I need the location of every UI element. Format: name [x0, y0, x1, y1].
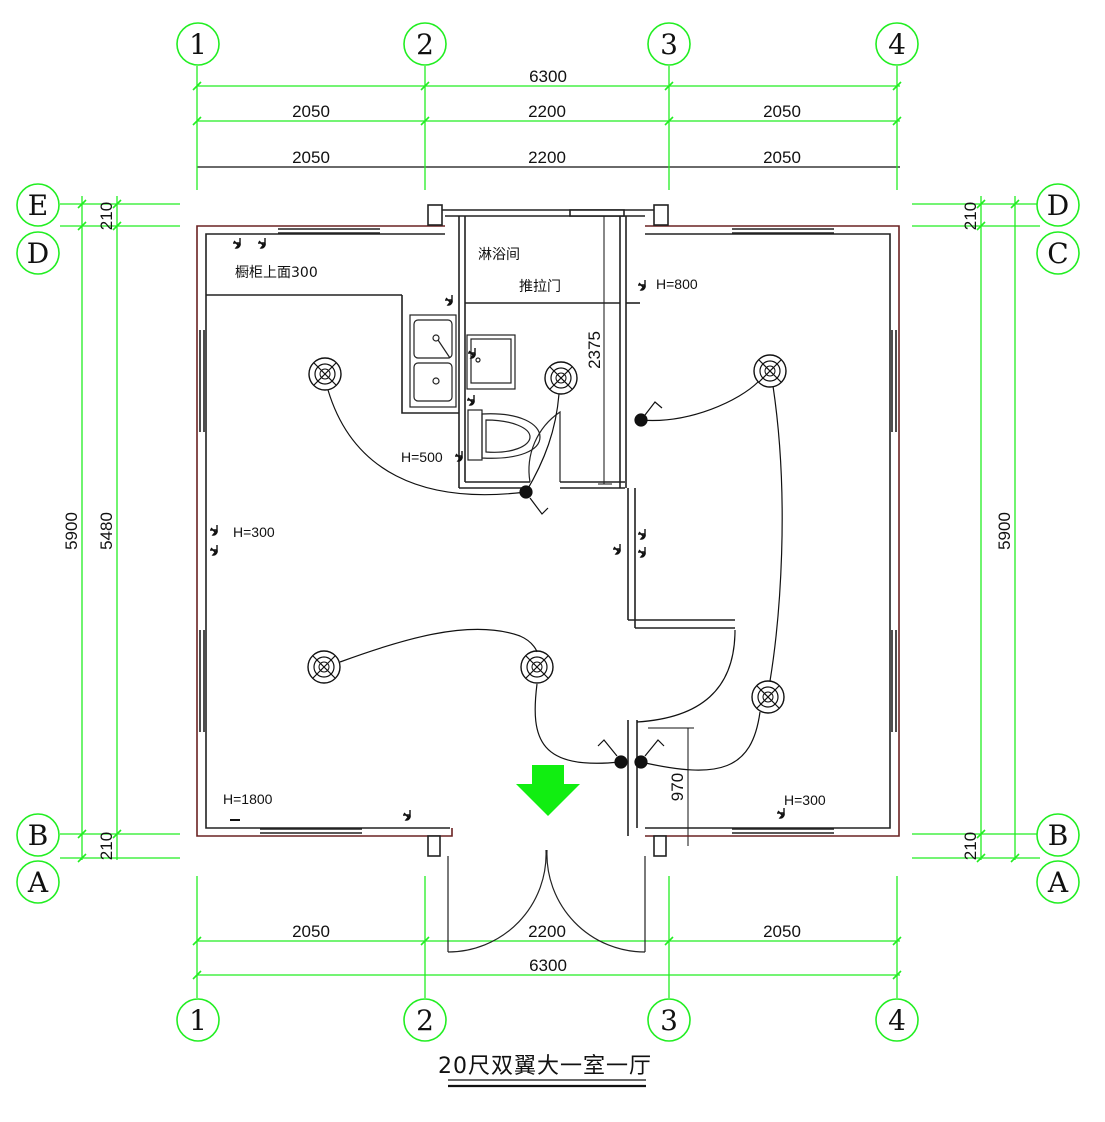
grid-label-4-top: 4 — [888, 28, 906, 61]
lamp-icon — [307, 650, 341, 684]
grid-label-D-left: D — [27, 237, 49, 270]
grid-label-B-right: B — [1048, 819, 1069, 852]
grid-label-2-top: 2 — [416, 28, 434, 61]
lamp-icon — [520, 650, 554, 684]
grid-label-1-top: 1 — [189, 28, 207, 61]
outlet-icon — [637, 528, 646, 540]
outlet-icon — [637, 279, 646, 291]
dim-top-b1: 2050 — [292, 148, 330, 167]
dim-left-total: 5900 — [62, 512, 81, 550]
switches — [519, 401, 665, 769]
wiring — [327, 381, 783, 771]
dim-bottom-2: 2200 — [528, 922, 566, 941]
dim-bottom-total: 6300 — [529, 956, 567, 975]
dim-bottom-3: 2050 — [763, 922, 801, 941]
switch-icon — [634, 755, 648, 769]
dim-left-top: 210 — [97, 202, 116, 230]
dim-top-b2: 2200 — [528, 148, 566, 167]
lamp-icon — [544, 361, 578, 395]
h500-label: H=500 — [401, 449, 443, 465]
grid-label-1-bottom: 1 — [189, 1004, 207, 1037]
internal-dim-lines — [598, 216, 694, 846]
grid-label-2-bottom: 2 — [416, 1004, 434, 1037]
h1800-label: H=1800 — [223, 791, 273, 807]
dim-top-total: 6300 — [529, 67, 567, 86]
dim-door-width: 970 — [668, 773, 687, 801]
dim-top-a3: 2050 — [763, 102, 801, 121]
outlet-icon — [257, 237, 266, 249]
switch-icon — [614, 755, 628, 769]
grid-label-A-left: A — [27, 866, 49, 899]
outlet-icon — [444, 294, 453, 306]
grid-label-A-right: A — [1047, 866, 1069, 899]
entrance-arrow-icon — [516, 765, 580, 816]
switch-icon — [519, 485, 533, 499]
outlet-icon — [466, 394, 475, 406]
dim-top-b3: 2050 — [763, 148, 801, 167]
shower-label: 淋浴间 — [478, 247, 520, 263]
outlet-icon — [232, 237, 241, 249]
dim-right-bottom: 210 — [961, 832, 980, 860]
dim-top-a1: 2050 — [292, 102, 330, 121]
outlet-icon — [776, 807, 785, 819]
lamp-icon — [308, 357, 342, 391]
dim-right-top: 210 — [961, 202, 980, 230]
lamp-icon — [753, 354, 787, 388]
h300-right-label: H=300 — [784, 792, 826, 808]
dim-bottom-1: 2050 — [292, 922, 330, 941]
switch-icon — [634, 413, 648, 427]
outlet-icon — [637, 546, 646, 558]
dimension-ticks — [77, 81, 1020, 980]
drawing-title: 20尺双翼大一室一厅 — [438, 1054, 652, 1079]
sliding-door-label: 推拉门 — [519, 279, 561, 295]
grid-label-4-bottom: 4 — [888, 1004, 906, 1037]
cabinet-label: 橱柜上面300 — [235, 265, 318, 281]
outlets — [209, 237, 785, 821]
dim-bath-height: 2375 — [585, 331, 604, 369]
grid-label-E-left: E — [28, 189, 48, 222]
ceiling-lamps — [307, 354, 787, 714]
h800-label: H=800 — [656, 276, 698, 292]
lamp-icon — [751, 680, 785, 714]
fixtures — [409, 314, 646, 953]
outlet-icon — [612, 543, 621, 555]
grid-bubbles — [16, 22, 1080, 1042]
grid-label-B-left: B — [28, 819, 49, 852]
walls — [196, 204, 900, 857]
grid-label-3-top: 3 — [660, 28, 678, 61]
dimension-lines — [60, 66, 1040, 998]
dim-left-bottom: 210 — [97, 832, 116, 860]
h300-left-label: H=300 — [233, 524, 275, 540]
outlet-icon — [402, 809, 411, 821]
grid-label-C-right: C — [1047, 237, 1068, 270]
dim-left-inner: 5480 — [97, 512, 116, 550]
outlet-icon — [209, 524, 218, 536]
grid-label-3-bottom: 3 — [660, 1004, 678, 1037]
dim-top-a2: 2200 — [528, 102, 566, 121]
grid-label-D-right: D — [1047, 189, 1069, 222]
dim-right-total: 5900 — [995, 512, 1014, 550]
outlet-icon — [209, 544, 218, 556]
